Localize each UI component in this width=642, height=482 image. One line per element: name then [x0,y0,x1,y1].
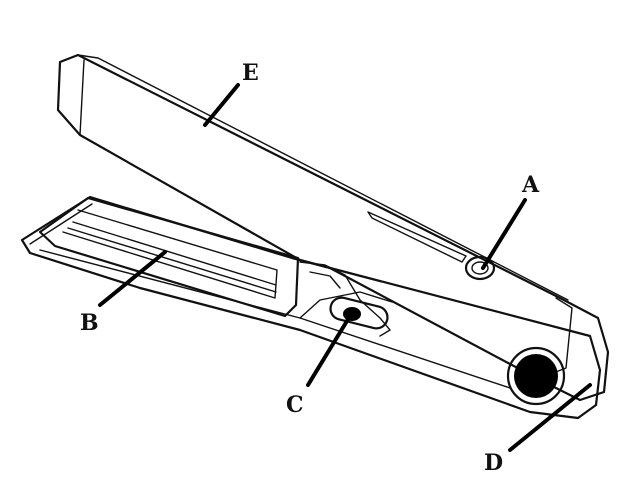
power-button-area [367,211,496,281]
temperature-dial [506,346,566,406]
upper-arm [56,53,610,402]
label-b: B [80,310,99,336]
dial-knob [514,354,558,398]
leader-c [306,314,352,387]
leader-a [481,198,527,270]
label-d: D [484,450,503,476]
leader-d [508,383,592,452]
lower-arm [20,195,602,420]
leader-e [203,83,240,127]
label-e: E [242,60,259,86]
label-c: C [286,392,304,418]
heating-plate [38,196,300,318]
leader-b [98,250,167,307]
label-a: A [521,172,540,198]
slider-switch-knob [343,307,361,321]
